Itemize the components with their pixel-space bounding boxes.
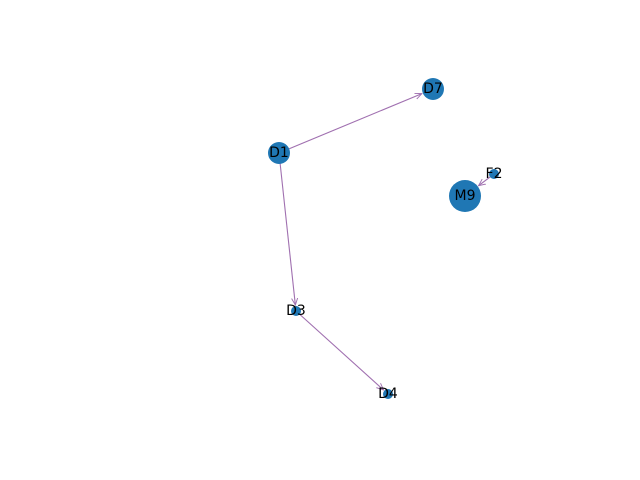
node-d7 [422, 78, 444, 100]
node-d3 [291, 306, 301, 316]
edge-d3-to-d4 [295, 310, 384, 390]
node-label-f2: F2 [486, 166, 503, 182]
edges-layer [278, 94, 495, 390]
node-m9 [449, 180, 481, 212]
node-label-m9: M9 [455, 188, 476, 204]
node-label-d1: D1 [269, 145, 289, 161]
nodes-layer [268, 78, 499, 399]
node-label-d3: D3 [286, 303, 306, 319]
edge-d1-to-d3 [278, 152, 295, 305]
node-d1 [268, 142, 290, 164]
node-label-d4: D4 [378, 386, 398, 402]
node-f2 [489, 169, 499, 179]
edge-d1-to-d7 [278, 94, 422, 154]
node-label-d7: D7 [423, 81, 443, 97]
node-d4 [383, 389, 393, 399]
